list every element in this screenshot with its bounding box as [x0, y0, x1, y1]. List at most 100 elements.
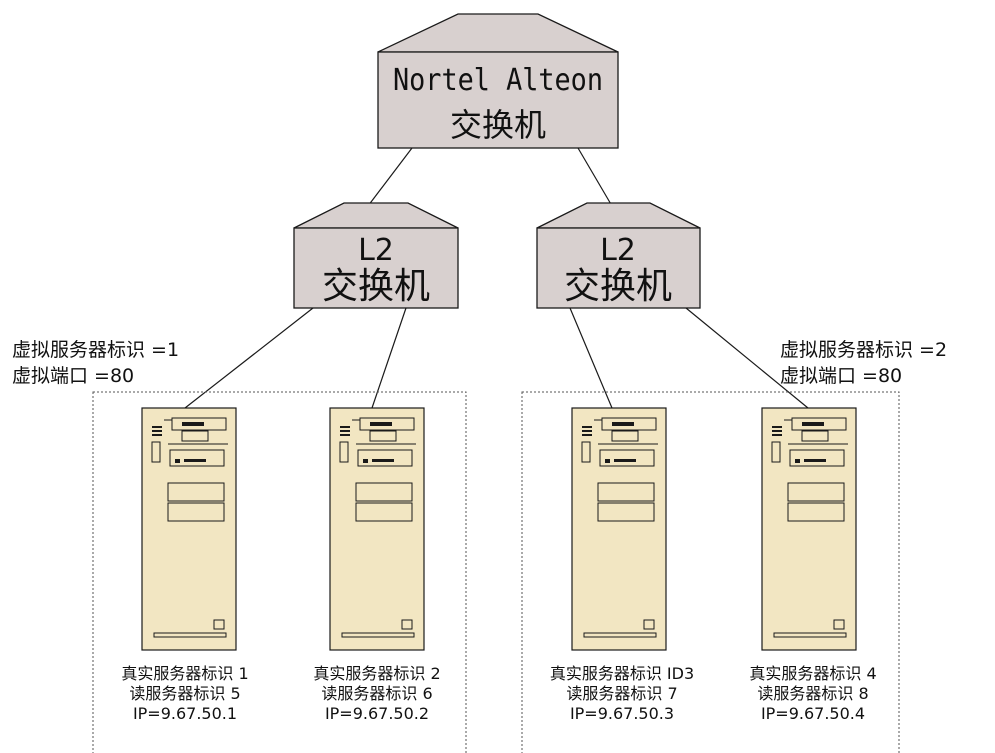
server-4-cdrom-slot: [804, 459, 826, 462]
server-2-read-id: 读服务器标识 6: [321, 684, 433, 703]
server-1-cdrom-button: [175, 459, 180, 463]
server-2-power-switch: [339, 441, 349, 463]
server-1-panel: [181, 430, 209, 442]
server-1-power-switch: [151, 441, 161, 463]
server-3-cdrom-button: [605, 459, 610, 463]
l2-switch-left-type: 交换机: [322, 266, 430, 307]
virtual-server-id-1: 虚拟服务器标识 =1: [12, 339, 180, 361]
server-4-led: [833, 619, 845, 630]
server-tower-2: [329, 407, 425, 651]
server-3-cdrom-slot: [614, 459, 636, 462]
server-1-ip: IP=9.67.50.1: [132, 704, 238, 723]
server-4-cdrom-bay: [789, 449, 845, 467]
l2-switch-right-name: L2: [600, 233, 636, 268]
server-2-cdrom-button: [363, 459, 368, 463]
l2-switch-left: L2 交换机: [293, 202, 459, 309]
server-tower-3: [571, 407, 667, 651]
core-switch: Nortel Alteon 交换机: [377, 13, 619, 149]
server-3-read-id: 读服务器标识 7: [566, 684, 678, 703]
server-2-panel: [369, 430, 397, 442]
server-3-vent-1: [582, 426, 592, 428]
link-l2-right-to-server-4: [685, 307, 809, 409]
server-3-panel: [611, 430, 639, 442]
server-1-cdrom-bay: [169, 449, 225, 467]
server-2-floppy-slot: [370, 422, 392, 426]
server-1-floppy-slot: [182, 422, 204, 426]
server-2-hdd-bay-2: [355, 502, 413, 522]
virtual-server-group-2-box: [521, 391, 900, 753]
virtual-server-id-2: 虚拟服务器标识 =2: [780, 339, 948, 361]
server-4-ip: IP=9.67.50.4: [760, 704, 866, 723]
server-2-hdd-bay-1: [355, 482, 413, 502]
server-1-real-id: 真实服务器标识 1: [121, 664, 249, 683]
server-4-base-slot: [773, 632, 847, 638]
server-2-vent-2: [340, 430, 350, 432]
connection-lines: [184, 147, 809, 409]
server-3-label: 真实服务器标识 ID3 读服务器标识 7 IP=9.67.50.3: [522, 664, 722, 724]
server-4-panel: [801, 430, 829, 442]
server-3-vent-2: [582, 430, 592, 432]
server-3-led: [643, 619, 655, 630]
l2-switch-left-body: [293, 227, 459, 309]
server-2-led: [401, 619, 413, 630]
server-1-hdd-bay-1: [167, 482, 225, 502]
core-switch-roof: [377, 13, 619, 53]
server-4-real-id: 真实服务器标识 4: [749, 664, 877, 683]
server-4-read-id: 读服务器标识 8: [757, 684, 869, 703]
core-switch-type: 交换机: [450, 106, 546, 144]
server-4-power-switch: [771, 441, 781, 463]
l2-switch-right-type: 交换机: [564, 266, 672, 307]
server-3-vent-3: [582, 434, 592, 436]
server-4-cdrom-button: [795, 459, 800, 463]
server-1-base-slot: [153, 632, 227, 638]
server-1-vent-1: [152, 426, 162, 428]
link-core-to-l2-right: [577, 147, 613, 207]
server-2-label: 真实服务器标识 2 读服务器标识 6 IP=9.67.50.2: [282, 664, 472, 724]
server-2-real-id: 真实服务器标识 2: [313, 664, 441, 683]
server-3-hdd-bay-1: [597, 482, 655, 502]
server-towers: [141, 407, 857, 651]
link-core-to-l2-left: [367, 147, 413, 207]
server-2-vent-1: [340, 426, 350, 428]
server-1-led: [213, 619, 225, 630]
server-3-ip: IP=9.67.50.3: [569, 704, 675, 723]
virtual-group-1-label: 虚拟服务器标识 =1 虚拟端口 =80: [12, 337, 179, 389]
virtual-port-1: 虚拟端口 =80: [12, 365, 135, 387]
server-2-cdrom-bay: [357, 449, 413, 467]
core-switch-body: [377, 51, 619, 149]
virtual-port-2: 虚拟端口 =80: [780, 365, 903, 387]
server-2-ip: IP=9.67.50.2: [324, 704, 430, 723]
server-1-hdd-bay-2: [167, 502, 225, 522]
server-3-hdd-bay-2: [597, 502, 655, 522]
server-3-cdrom-bay: [599, 449, 655, 467]
server-4-vent-2: [772, 430, 782, 432]
server-1-vent-2: [152, 430, 162, 432]
l2-switch-left-name: L2: [358, 233, 394, 268]
server-4-label: 真实服务器标识 4 读服务器标识 8 IP=9.67.50.4: [718, 664, 908, 724]
l2-switch-left-roof: [293, 202, 459, 229]
server-3-base-slot: [583, 632, 657, 638]
link-l2-left-to-server-2: [371, 307, 407, 409]
server-4-hdd-bay-1: [787, 482, 845, 502]
virtual-group-2-label: 虚拟服务器标识 =2 虚拟端口 =80: [780, 337, 947, 389]
server-1-cdrom-slot: [184, 459, 206, 462]
server-1-read-id: 读服务器标识 5: [129, 684, 241, 703]
server-2-base-slot: [341, 632, 415, 638]
server-1-vent-3: [152, 434, 162, 436]
server-tower-1: [141, 407, 237, 651]
server-3-real-id: 真实服务器标识 ID3: [549, 664, 695, 683]
server-2-cdrom-slot: [372, 459, 394, 462]
l2-switch-right-body: [536, 227, 701, 309]
link-l2-right-to-server-3: [569, 307, 613, 409]
server-3-floppy-slot: [612, 422, 634, 426]
link-l2-left-to-server-1: [184, 307, 314, 409]
core-switch-name: Nortel Alteon: [393, 63, 603, 98]
l2-switch-right-roof: [536, 202, 701, 229]
server-3-power-switch: [581, 441, 591, 463]
server-1-label: 真实服务器标识 1 读服务器标识 5 IP=9.67.50.1: [90, 664, 280, 724]
server-4-hdd-bay-2: [787, 502, 845, 522]
server-4-floppy-slot: [802, 422, 824, 426]
server-2-vent-3: [340, 434, 350, 436]
virtual-server-group-1-box: [92, 391, 467, 753]
